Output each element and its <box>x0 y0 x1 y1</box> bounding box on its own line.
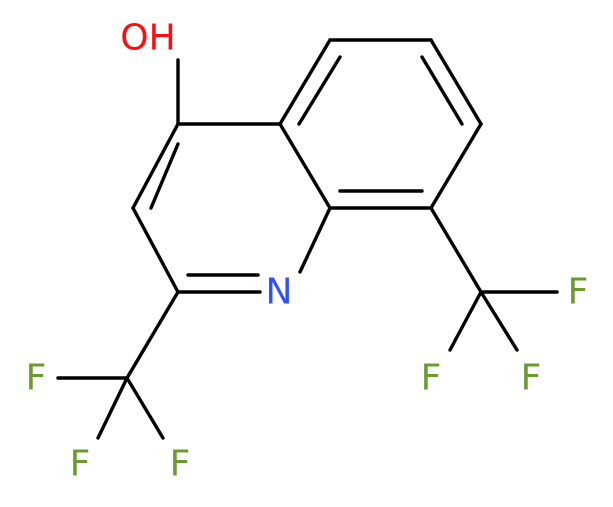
fluorine-label-2b: F <box>70 444 91 485</box>
atom-labels: OH N F F F F F F <box>26 18 589 485</box>
bond-c3-c2 <box>131 206 180 294</box>
bond-c4-c3 <box>131 122 180 210</box>
bond-n1-c8a <box>298 206 332 274</box>
bond-c6-c7-inner <box>420 55 464 126</box>
bond-cf3-2-fc <box>125 376 165 440</box>
bond-cf3-2-fb <box>96 376 129 440</box>
ring-nitrogen-label: N <box>266 272 293 313</box>
bond-cf3-8-fc <box>479 290 519 352</box>
bond-c8a-c4a <box>278 122 332 210</box>
bond-c6-c7 <box>429 38 483 126</box>
fluorine-label-8b: F <box>421 358 442 399</box>
bond-c8-cf3 <box>429 206 483 294</box>
bond-c7-c8 <box>429 122 483 210</box>
bond-c4a-c5 <box>278 38 332 126</box>
fluorine-label-8c: F <box>521 358 542 399</box>
bonds <box>56 38 559 440</box>
bond-c2-cf3 <box>125 290 180 380</box>
bond-c4-c3-inner <box>149 142 180 210</box>
bond-cf3-8-fb <box>448 290 483 352</box>
fluorine-label-2c: F <box>170 444 191 485</box>
fluorine-label-8a: F <box>568 272 589 313</box>
hydroxyl-label: OH <box>120 18 175 59</box>
bond-c4a-c5-inner <box>297 55 342 126</box>
fluorine-label-2a: F <box>26 358 47 399</box>
